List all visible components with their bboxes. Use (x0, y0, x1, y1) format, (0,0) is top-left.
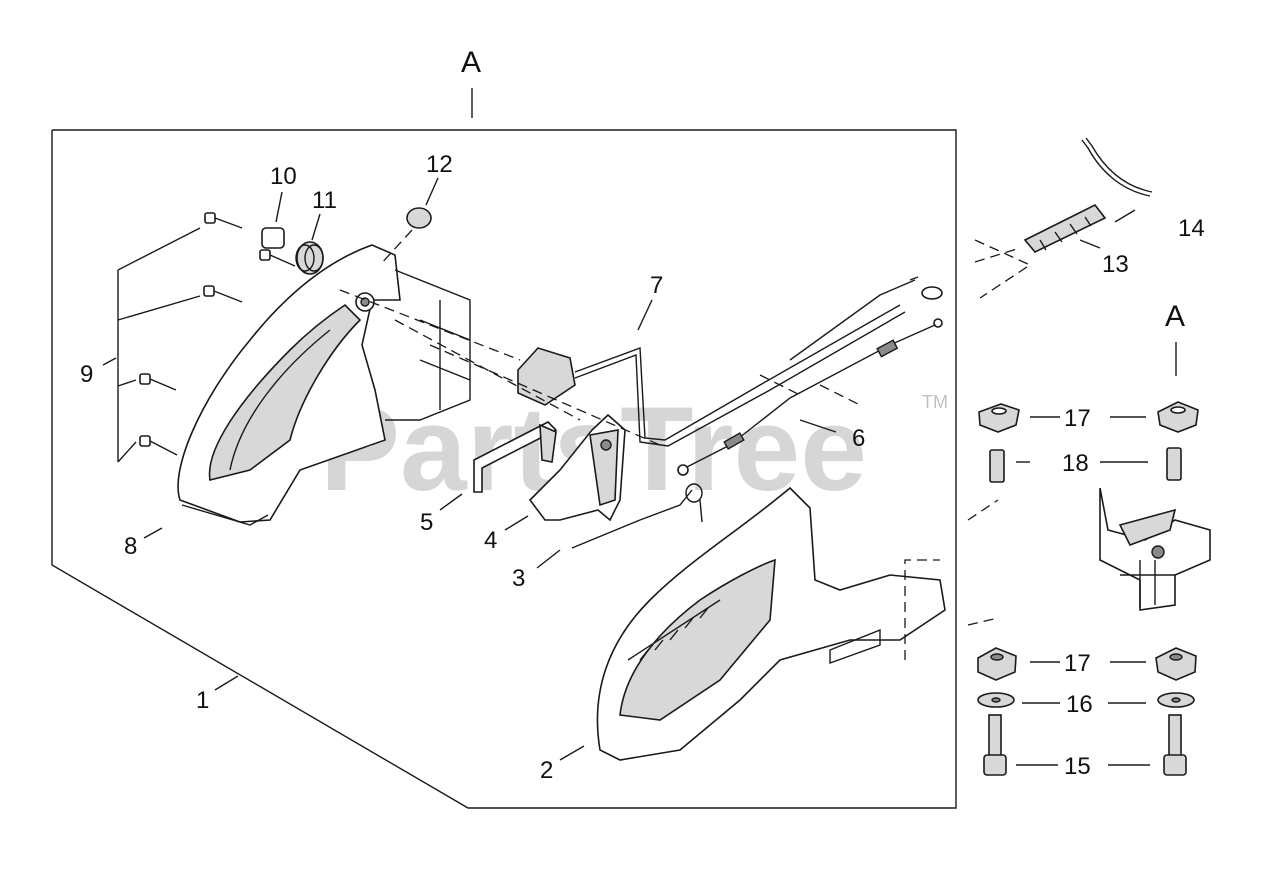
mount-stack-upper-right (1157, 401, 1199, 481)
mount-detail-view (1099, 487, 1211, 611)
part-12-guide (379, 229, 413, 266)
callout-13: 13 (1102, 251, 1129, 278)
part-11-spring (295, 241, 324, 275)
callout-17-upper: 17 (1064, 405, 1091, 432)
callout-3: 3 (512, 565, 525, 592)
part-13-dashed-guides (974, 239, 1032, 299)
section-label-right: A (1165, 300, 1185, 333)
callout-16: 16 (1066, 691, 1093, 718)
part-6-throttle-cable (677, 318, 943, 476)
callout-14: 14 (1178, 215, 1205, 242)
screw (139, 435, 178, 456)
part-3-spring (571, 483, 703, 549)
callout-7: 7 (650, 272, 663, 299)
mount-stack-lower-right (1155, 647, 1197, 776)
callout-17-lower: 17 (1064, 650, 1091, 677)
part-10-bushing (261, 227, 285, 249)
assembly-frame (51, 129, 957, 809)
section-marker-top: A (461, 46, 481, 118)
callout-numbers: 1 2 3 4 5 6 7 8 9 10 11 12 13 14 15 16 1… (80, 151, 1205, 784)
callout-1: 1 (196, 687, 209, 714)
screw (204, 212, 243, 229)
part-4-trigger (528, 413, 626, 522)
trademark-text: TM (922, 392, 948, 412)
section-label-top: A (461, 46, 481, 79)
callout-9: 9 (80, 361, 93, 388)
part-9-screws (117, 212, 296, 463)
part-8-handle-half (177, 244, 471, 526)
part-14-clip (1081, 137, 1153, 197)
part-10-11-detail (261, 227, 324, 275)
mount-stack-upper-left (978, 403, 1020, 483)
callout-2: 2 (540, 757, 553, 784)
callout-8: 8 (124, 533, 137, 560)
callout-4: 4 (484, 527, 497, 554)
screw (259, 249, 296, 267)
callout-18: 18 (1062, 450, 1089, 477)
mount-dashed-guides (967, 499, 999, 626)
part-2-handle-half (596, 486, 946, 761)
grip-ridges (639, 607, 709, 661)
part-5-lever (473, 421, 558, 493)
part-13-spring (1023, 203, 1107, 253)
callout-11: 11 (312, 187, 337, 214)
callout-12: 12 (426, 151, 453, 178)
mount-stack-lower-left (977, 647, 1017, 776)
callout-10: 10 (270, 163, 297, 190)
callout-6: 6 (852, 425, 865, 452)
callout-5: 5 (420, 509, 433, 536)
part-12-grommet (406, 207, 432, 229)
part-7-switch-harness (517, 276, 943, 447)
screw (203, 285, 243, 303)
section-marker-right: A (1165, 300, 1185, 376)
switch-body (517, 347, 576, 406)
callout-15: 15 (1064, 753, 1091, 780)
assembly-guides (339, 289, 661, 446)
leader-lines (102, 177, 1150, 766)
screw (139, 373, 177, 391)
